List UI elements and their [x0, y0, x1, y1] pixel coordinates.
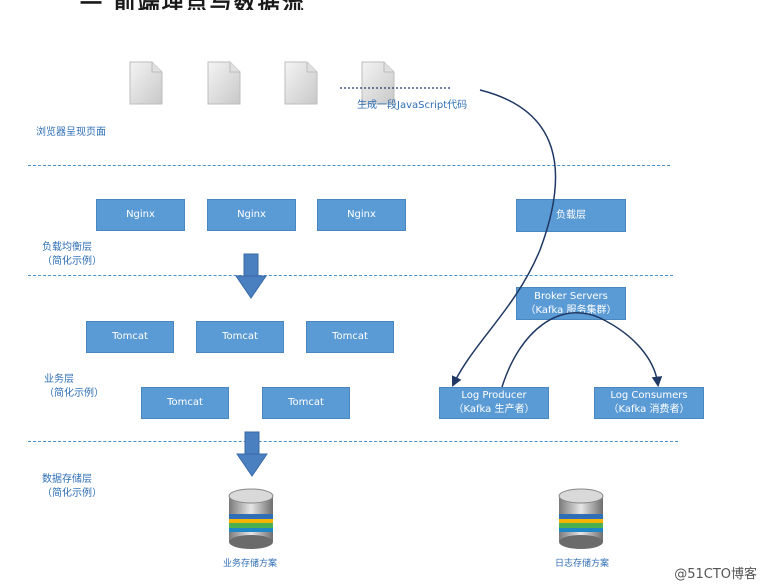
- nginx-box: Nginx: [317, 199, 406, 231]
- tomcat-box: Tomcat: [262, 387, 350, 419]
- js-to-producer-curve: [451, 89, 557, 387]
- down-arrow-icon: [236, 431, 268, 477]
- layer-label-business: 业务层 （简化示例）: [44, 374, 104, 399]
- broker-servers-box: Broker Servers（Kafka 服务集群）: [516, 287, 626, 320]
- layer-label-storage: 数据存储层 （简化示例）: [42, 474, 102, 499]
- nginx-box: Nginx: [207, 199, 296, 231]
- log-producer-box: Log Producer（Kafka 生产者）: [439, 387, 549, 419]
- layer-label-browser: 浏览器呈现页面: [36, 127, 106, 138]
- producer-to-consumer-curve: [501, 312, 663, 388]
- tomcat-box: Tomcat: [141, 387, 229, 419]
- log-storage-caption: 日志存储方案: [555, 559, 610, 569]
- layer-label-load-balance: 负载均衡层 （简化示例）: [42, 242, 102, 267]
- javascript-caption: 生成一段JavaScript代码: [357, 100, 468, 111]
- page-title-partial: 一 前端埋点与数据流: [0, 0, 765, 10]
- business-database-icon: [228, 488, 274, 549]
- tomcat-box: Tomcat: [306, 321, 394, 353]
- tomcat-box: Tomcat: [86, 321, 174, 353]
- down-arrow-icon: [235, 253, 267, 299]
- layer-divider: [28, 275, 673, 276]
- load-layer-box: 负载层: [516, 199, 626, 232]
- tomcat-box: Tomcat: [196, 321, 284, 353]
- page-document-icon: [284, 61, 318, 105]
- watermark: @51CTO博客: [674, 567, 757, 582]
- log-database-icon: [558, 488, 604, 549]
- page-document-icon: [207, 61, 241, 105]
- nginx-box: Nginx: [96, 199, 185, 231]
- page-document-icon: [129, 61, 163, 105]
- business-storage-caption: 业务存储方案: [223, 559, 278, 569]
- layer-divider: [28, 165, 670, 166]
- layer-divider: [28, 441, 678, 442]
- log-consumers-box: Log Consumers（Kafka 消费者）: [594, 387, 704, 419]
